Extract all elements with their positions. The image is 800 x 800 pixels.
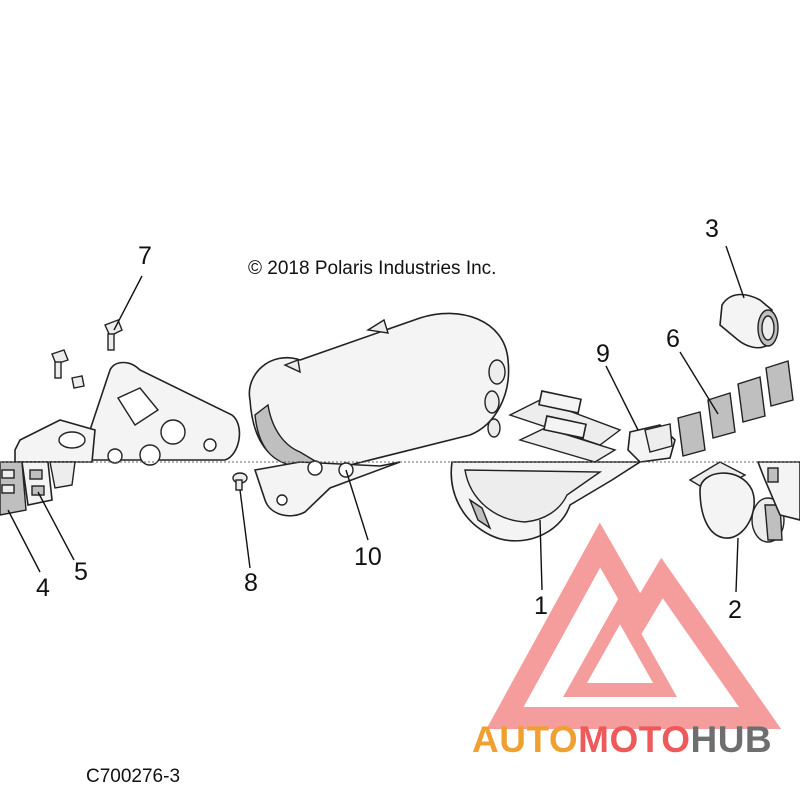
callout-10: 10 xyxy=(354,543,382,571)
leader-1 xyxy=(539,519,543,591)
mount-bracket-part-10 xyxy=(253,460,401,517)
connector-harness-part-9 xyxy=(508,390,676,463)
watermark-brand-moto: MOTO xyxy=(578,719,691,760)
watermark-brand: AUTOMOTOHUB xyxy=(472,719,772,761)
keyswitch-part-2 xyxy=(688,461,785,543)
leader-5 xyxy=(37,491,75,561)
callout-1: 1 xyxy=(534,592,548,620)
socket-part-3 xyxy=(719,293,779,349)
figure-id: C700276-3 xyxy=(86,766,181,787)
leader-6 xyxy=(679,351,719,415)
leader-4 xyxy=(7,509,41,573)
leader-9 xyxy=(605,365,639,431)
callout-2: 2 xyxy=(728,596,742,624)
callout-4: 4 xyxy=(36,574,50,602)
copyright-notice: © 2018 Polaris Industries Inc. xyxy=(248,258,497,279)
leader-10 xyxy=(345,469,369,541)
left-plate xyxy=(14,419,96,463)
callout-6: 6 xyxy=(666,325,680,353)
callout-7: 7 xyxy=(138,242,152,270)
callout-9: 9 xyxy=(596,340,610,368)
leader-8 xyxy=(239,489,251,569)
callout-3: 3 xyxy=(705,215,719,243)
drive-cover-part-10 xyxy=(248,312,510,471)
watermark-brand-hub: HUB xyxy=(690,719,773,760)
bolt-part-7 xyxy=(51,319,123,389)
watermark-logo xyxy=(486,522,782,729)
switch-part-5 xyxy=(21,461,76,506)
callout-8: 8 xyxy=(244,569,258,597)
leader-7 xyxy=(113,275,143,331)
callout-5: 5 xyxy=(74,558,88,586)
switch-part-4 xyxy=(0,461,27,516)
leader-2 xyxy=(735,537,739,593)
leader-3 xyxy=(725,245,745,299)
screw-part-8 xyxy=(232,472,248,491)
watermark-brand-auto: AUTO xyxy=(472,719,579,760)
left-bracket xyxy=(78,361,241,466)
pads-part-6 xyxy=(644,360,794,457)
drive-housing-part-1 xyxy=(450,461,643,542)
